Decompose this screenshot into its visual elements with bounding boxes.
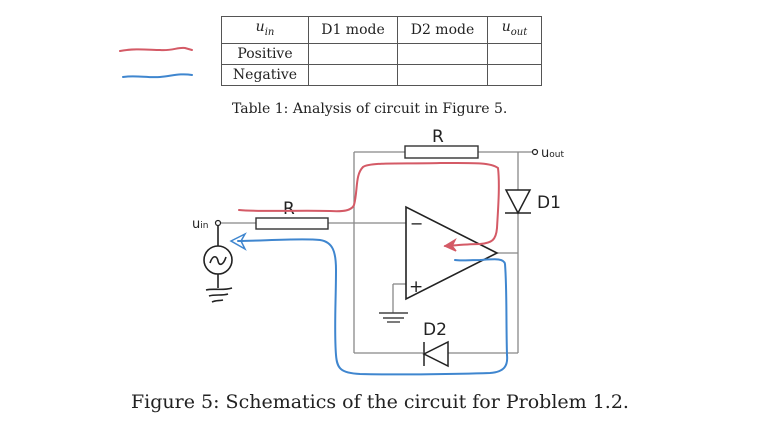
uout-label: uout <box>541 146 564 161</box>
legend-negative-stroke <box>122 73 193 79</box>
source-ground-icon <box>205 287 233 303</box>
cell-uout <box>487 63 542 86</box>
ac-source <box>203 226 233 303</box>
table-row: Negative <box>221 63 542 86</box>
op-amp <box>405 205 499 301</box>
positive-arrowhead <box>443 238 457 252</box>
diode-d2 <box>422 340 449 368</box>
header-d1-mode: D1 mode <box>308 16 398 44</box>
negative-arrowhead <box>229 232 247 251</box>
feedback-resistor <box>404 145 479 159</box>
table-caption: Table 1: Analysis of circuit in Figure 5… <box>232 101 508 117</box>
legend-positive-stroke <box>119 46 193 52</box>
ground-symbol <box>379 312 408 323</box>
table-header-row: uin D1 mode D2 mode uout <box>221 16 542 44</box>
input-resistor-label: R <box>283 199 295 219</box>
uin-terminal <box>214 219 222 227</box>
header-uout: uout <box>487 16 542 44</box>
d1-label: D1 <box>537 193 561 213</box>
negative-current-path <box>237 238 509 376</box>
figure-caption: Figure 5: Schematics of the circuit for … <box>131 391 629 413</box>
op-amp-minus-label: − <box>410 214 423 233</box>
uin-label: uin <box>192 217 208 232</box>
input-resistor <box>255 217 329 230</box>
header-d2-mode: D2 mode <box>397 16 488 44</box>
feedback-resistor-label: R <box>432 127 444 147</box>
diode-d1 <box>504 189 532 215</box>
analysis-table: uin D1 mode D2 mode uout Positive Negati… <box>221 16 542 86</box>
uout-terminal <box>531 148 539 156</box>
op-amp-plus-label: + <box>409 277 423 297</box>
d2-label: D2 <box>423 320 447 340</box>
cell-uin: Negative <box>221 63 309 86</box>
positive-current-path <box>238 161 500 247</box>
